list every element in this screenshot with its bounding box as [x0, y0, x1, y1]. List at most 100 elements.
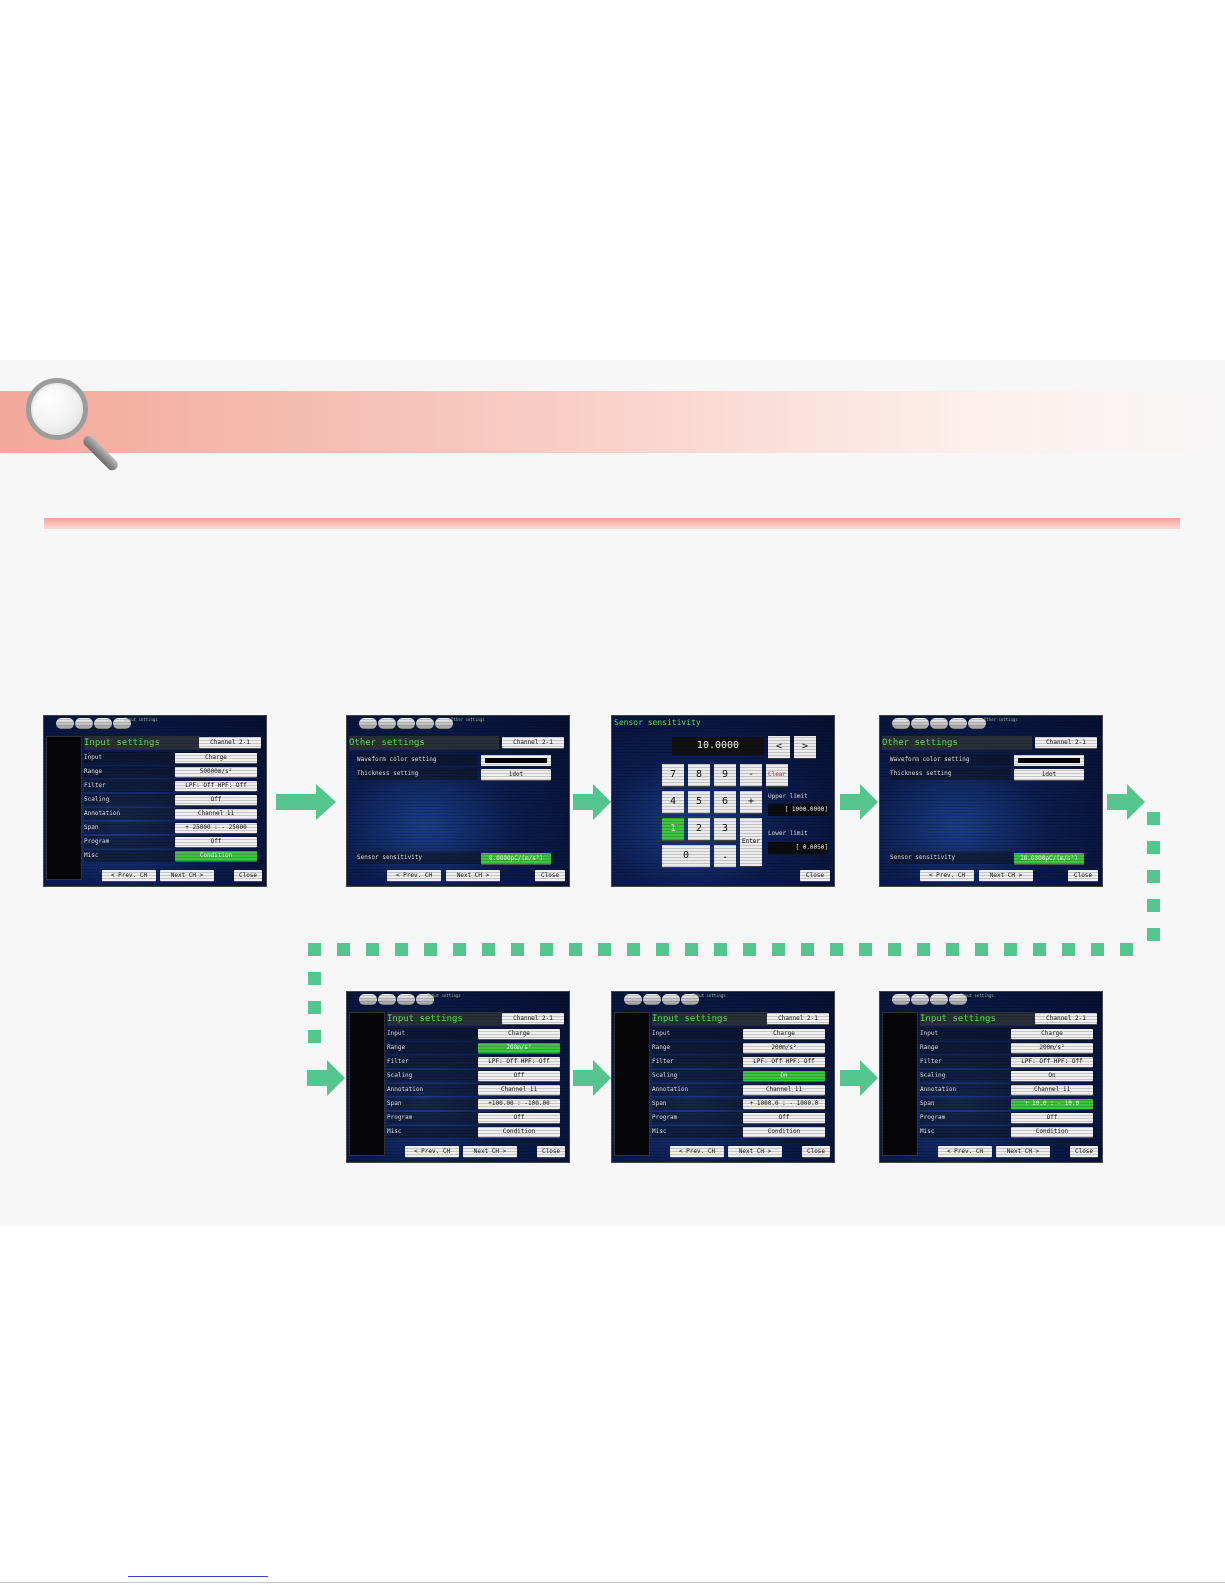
span-value-selected[interactable]: + 10.0 : - 10.0	[1011, 1099, 1093, 1109]
filter-value[interactable]: LPF: Off HPF: Off	[478, 1057, 560, 1067]
close-button[interactable]: Close	[1070, 1146, 1098, 1157]
close-button[interactable]: Close	[800, 870, 830, 881]
misc-value[interactable]: Condition	[1011, 1127, 1093, 1137]
waveform-color-swatch[interactable]	[1014, 755, 1084, 766]
close-button[interactable]: Close	[802, 1146, 830, 1157]
toolbar-button-icon[interactable]	[662, 994, 680, 1005]
key-8[interactable]: 8	[688, 764, 710, 786]
filter-value[interactable]: LPF: Off HPF: Off	[743, 1057, 825, 1067]
filter-value[interactable]: LPF: Off HPF: Off	[1011, 1057, 1093, 1067]
key-3[interactable]: 3	[714, 818, 736, 840]
next-ch-button[interactable]: Next CH >	[160, 870, 214, 881]
key-9[interactable]: 9	[714, 764, 736, 786]
program-value[interactable]: Off	[743, 1113, 825, 1123]
span-value[interactable]: + 25000 : - 25000	[175, 823, 257, 833]
range-value-selected[interactable]: 200m/s²	[478, 1043, 560, 1053]
clear-key[interactable]: Clear	[766, 764, 788, 786]
program-value[interactable]: Off	[1011, 1113, 1093, 1123]
thickness-value[interactable]: 1dot	[481, 769, 551, 780]
range-value[interactable]: 50000m/s²	[175, 767, 257, 777]
annotation-value[interactable]: Channel 11	[478, 1085, 560, 1095]
prev-ch-button[interactable]: < Prev. CH	[102, 870, 156, 881]
key-2[interactable]: 2	[688, 818, 710, 840]
prev-ch-button[interactable]: < Prev. CH	[938, 1146, 992, 1157]
key-4[interactable]: 4	[662, 791, 684, 813]
toolbar-button-icon[interactable]	[911, 718, 929, 729]
input-value[interactable]: Charge	[1011, 1029, 1093, 1039]
prev-ch-button[interactable]: < Prev. CH	[387, 870, 441, 881]
channel-button[interactable]: Channel 2-1	[502, 1013, 564, 1024]
toolbar-button-icon[interactable]	[359, 718, 377, 729]
toolbar-button-icon[interactable]	[378, 718, 396, 729]
close-button[interactable]: Close	[537, 1146, 565, 1157]
toolbar-button-icon[interactable]	[624, 994, 642, 1005]
key-minus[interactable]: -	[740, 764, 762, 786]
toolbar-button-icon[interactable]	[930, 718, 948, 729]
toolbar-button-icon[interactable]	[681, 994, 699, 1005]
sensor-sensitivity-value[interactable]: 10.0000pC/(m/s²)	[1014, 853, 1084, 864]
range-value[interactable]: 200m/s²	[743, 1043, 825, 1053]
prev-ch-button[interactable]: < Prev. CH	[670, 1146, 724, 1157]
input-value[interactable]: Charge	[478, 1029, 560, 1039]
input-value[interactable]: Charge	[743, 1029, 825, 1039]
next-ch-button[interactable]: Next CH >	[463, 1146, 517, 1157]
filter-value[interactable]: LPF: Off HPF: Off	[175, 781, 257, 791]
toolbar-button-icon[interactable]	[378, 994, 396, 1005]
scaling-value[interactable]: Off	[478, 1071, 560, 1081]
cursor-right-key[interactable]: >	[794, 736, 816, 758]
close-button[interactable]: Close	[1068, 870, 1098, 881]
misc-value[interactable]: Condition	[743, 1127, 825, 1137]
next-ch-button[interactable]: Next CH >	[996, 1146, 1050, 1157]
channel-button[interactable]: Channel 2-1	[1035, 737, 1097, 748]
sensor-sensitivity-value[interactable]: 0.0000pC/(m/s²)	[481, 853, 551, 864]
annotation-value[interactable]: Channel 11	[1011, 1085, 1093, 1095]
toolbar-button-icon[interactable]	[892, 718, 910, 729]
toolbar-button-icon[interactable]	[113, 718, 131, 729]
next-ch-button[interactable]: Next CH >	[728, 1146, 782, 1157]
channel-button[interactable]: Channel 2-1	[502, 737, 564, 748]
toolbar-button-icon[interactable]	[397, 718, 415, 729]
thickness-value[interactable]: 1dot	[1014, 769, 1084, 780]
prev-ch-button[interactable]: < Prev. CH	[405, 1146, 459, 1157]
scaling-value[interactable]: Off	[175, 795, 257, 805]
misc-value-selected[interactable]: Condition	[175, 851, 257, 861]
span-value[interactable]: + 1000.0 : - 1000.0	[743, 1099, 825, 1109]
channel-button[interactable]: Channel 2-1	[767, 1013, 829, 1024]
toolbar-button-icon[interactable]	[416, 994, 434, 1005]
prev-ch-button[interactable]: < Prev. CH	[920, 870, 974, 881]
key-plus[interactable]: +	[740, 791, 762, 813]
scaling-value[interactable]: On	[1011, 1071, 1093, 1081]
toolbar-button-icon[interactable]	[930, 994, 948, 1005]
enter-key[interactable]: Enter	[740, 818, 762, 866]
key-6[interactable]: 6	[714, 791, 736, 813]
toolbar-button-icon[interactable]	[949, 718, 967, 729]
toolbar-button-icon[interactable]	[435, 718, 453, 729]
key-0[interactable]: 0	[662, 845, 710, 867]
toolbar-button-icon[interactable]	[397, 994, 415, 1005]
toolbar-button-icon[interactable]	[359, 994, 377, 1005]
waveform-color-swatch[interactable]	[481, 755, 551, 766]
key-dot[interactable]: .	[714, 845, 736, 867]
toolbar-button-icon[interactable]	[94, 718, 112, 729]
key-1[interactable]: 1	[662, 818, 684, 840]
close-button[interactable]: Close	[535, 870, 565, 881]
key-5[interactable]: 5	[688, 791, 710, 813]
key-7[interactable]: 7	[662, 764, 684, 786]
channel-button[interactable]: Channel 2-1	[199, 737, 261, 748]
program-value[interactable]: Off	[478, 1113, 560, 1123]
toolbar-button-icon[interactable]	[949, 994, 967, 1005]
close-button[interactable]: Close	[234, 870, 262, 881]
span-value[interactable]: +100.00 : -100.00	[478, 1099, 560, 1109]
toolbar-button-icon[interactable]	[911, 994, 929, 1005]
range-value[interactable]: 200m/s²	[1011, 1043, 1093, 1053]
next-ch-button[interactable]: Next CH >	[446, 870, 500, 881]
toolbar-button-icon[interactable]	[75, 718, 93, 729]
cursor-left-key[interactable]: <	[768, 736, 790, 758]
input-value[interactable]: Charge	[175, 753, 257, 763]
toolbar-button-icon[interactable]	[968, 718, 986, 729]
program-value[interactable]: Off	[175, 837, 257, 847]
scaling-value-selected[interactable]: On	[743, 1071, 825, 1081]
channel-button[interactable]: Channel 2-1	[1035, 1013, 1097, 1024]
misc-value[interactable]: Condition	[478, 1127, 560, 1137]
toolbar-button-icon[interactable]	[892, 994, 910, 1005]
